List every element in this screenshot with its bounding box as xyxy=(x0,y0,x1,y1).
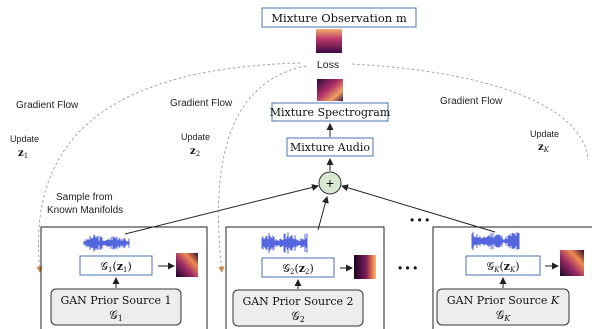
source-panel-1-frame xyxy=(40,226,208,329)
gan-prior-box-1 xyxy=(50,288,182,326)
gradient-flow-curve-3 xyxy=(351,63,589,161)
sample-from-label-line1: Sample from xyxy=(56,192,113,203)
ellipsis-top: • • • xyxy=(410,213,429,227)
mixture-audio-box xyxy=(286,137,374,157)
waveform-K xyxy=(471,231,520,251)
observation-spectrogram xyxy=(316,29,342,53)
gan-prior-label-2: GAN Prior Source 2 xyxy=(242,295,353,308)
generator-box-1 xyxy=(79,255,153,276)
source-panel-K-frame xyxy=(432,226,592,329)
update-var-2: z2 xyxy=(190,146,200,158)
update-label-1: Update xyxy=(10,134,39,144)
sum-symbol: + xyxy=(326,175,334,191)
update-label-3: Update xyxy=(530,129,559,139)
source-spectrogram-2 xyxy=(354,255,376,279)
mixture-observation-box xyxy=(261,7,417,28)
source-panel-K: 𝒢K(zK) GAN Prior Source K 𝒢K xyxy=(432,226,592,329)
waveform-1 xyxy=(83,234,130,252)
gan-prior-label-K: GAN Prior Source K xyxy=(447,294,560,307)
gradient-flow-label-1: Gradient Flow xyxy=(16,100,79,111)
source2-to-sum-arrow xyxy=(317,196,329,231)
generator-label-1: 𝒢1(z1) xyxy=(100,260,132,274)
sourceK-to-sum-arrow xyxy=(341,184,496,233)
source-panel-2: 𝒢2(z2) GAN Prior Source 2 𝒢2 xyxy=(225,226,385,329)
generator-label-2: 𝒢2(z2) xyxy=(282,262,314,276)
mixture-spectrogram-thumbnail xyxy=(317,79,343,101)
mixture-spectrogram-box xyxy=(271,102,389,122)
update-var-1: z1 xyxy=(18,148,28,160)
generator-box-K xyxy=(465,255,541,276)
source-spectrogram-1 xyxy=(176,253,198,277)
mixture-audio-label: Mixture Audio xyxy=(290,141,370,154)
generator-box-2 xyxy=(261,257,335,278)
source-panel-1: 𝒢1(z1) GAN Prior Source 1 𝒢1 xyxy=(40,226,208,329)
mixture-observation-label: Mixture Observation m xyxy=(271,11,407,25)
source-panel-2-frame xyxy=(225,226,385,329)
gan-prior-label-1: GAN Prior Source 1 xyxy=(60,294,171,307)
gradient-flow-label-2: Gradient Flow xyxy=(170,98,233,109)
update-label-2: Update xyxy=(181,132,210,142)
source-spectrogram-K xyxy=(560,250,584,276)
gradient-flow-label-3: Gradient Flow xyxy=(440,96,503,107)
sum-node xyxy=(318,171,342,195)
generator-label-K: 𝒢K(zK) xyxy=(486,260,519,274)
gradient-flow-curve-2 xyxy=(217,65,307,273)
ellipsis-middle: • • • xyxy=(398,261,417,275)
gradient-flow-curve-1 xyxy=(36,62,301,273)
gan-prior-box-2 xyxy=(232,289,364,327)
mixture-spectrogram-label: Mixture Spectrogram xyxy=(270,106,391,119)
loss-label: Loss xyxy=(317,59,339,71)
waveform-2 xyxy=(261,232,308,254)
gan-prior-box-K xyxy=(436,288,570,326)
sample-from-label-line2: Known Manifolds xyxy=(47,205,123,216)
source1-to-sum-arrow xyxy=(124,184,319,235)
update-var-3: zK xyxy=(538,142,550,154)
